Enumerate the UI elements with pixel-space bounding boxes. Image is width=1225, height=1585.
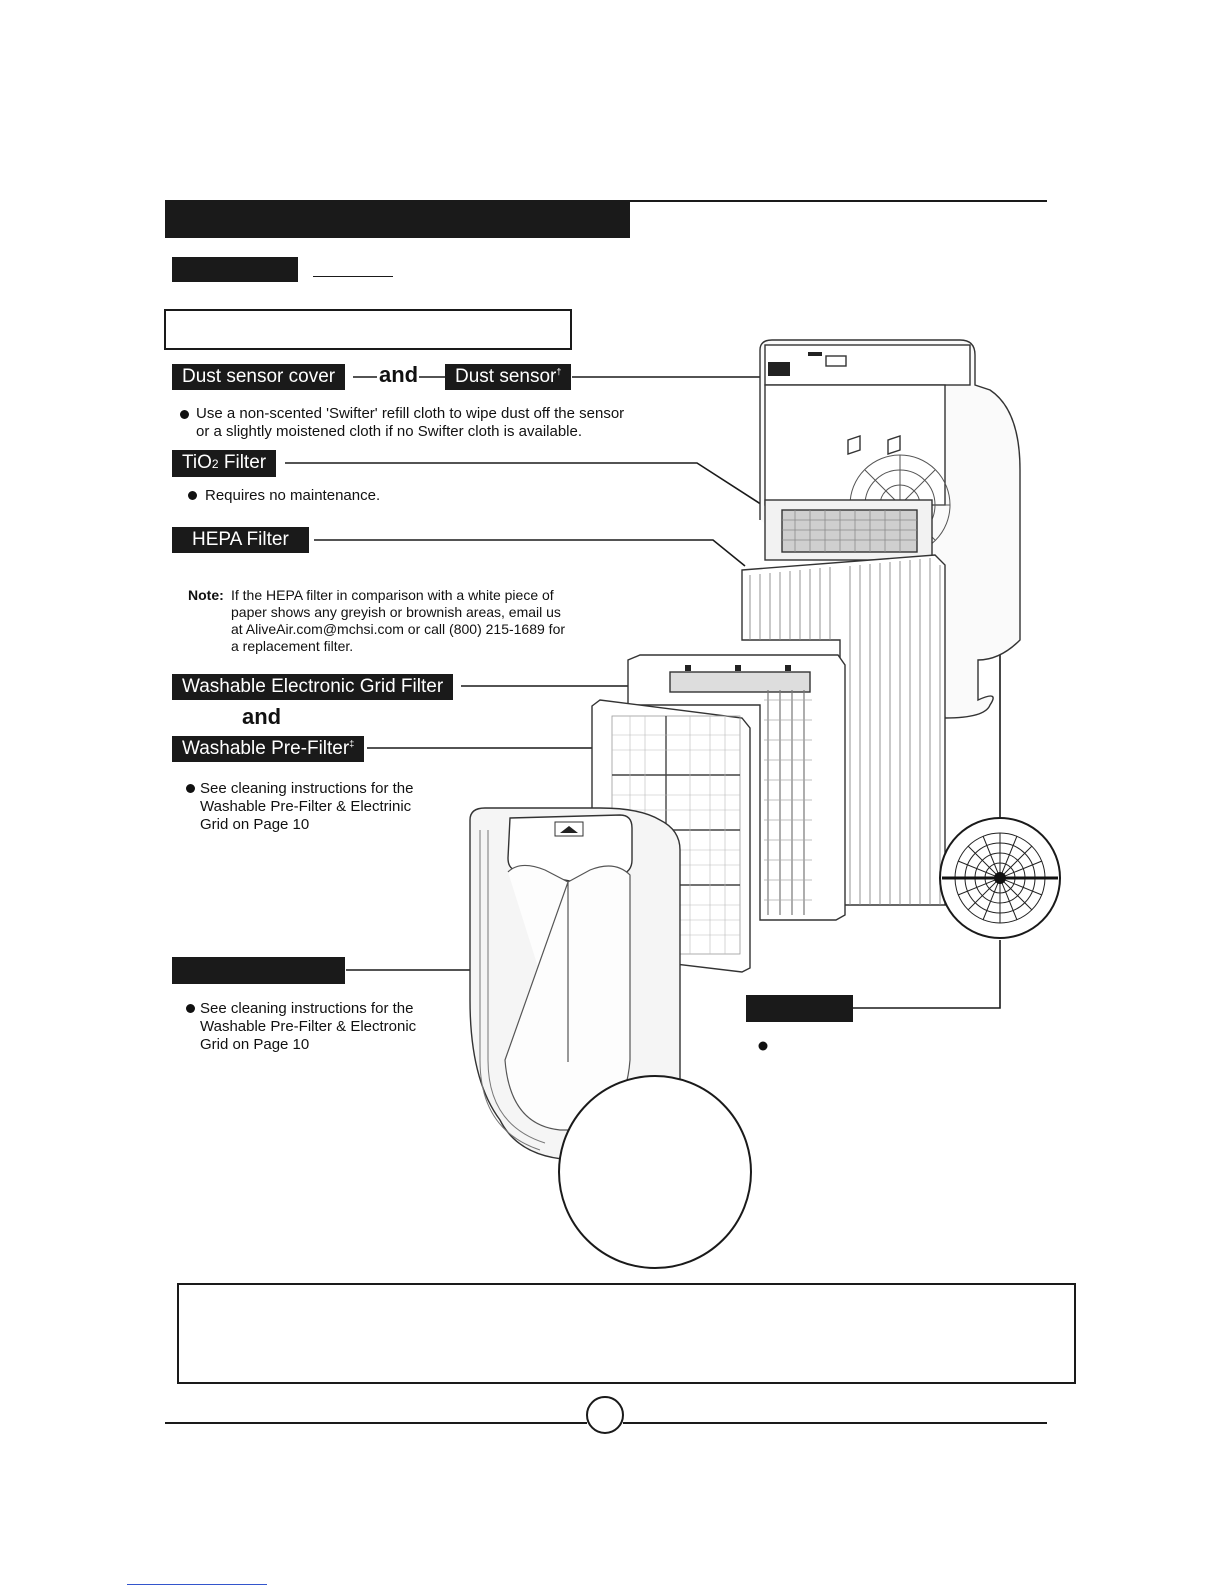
detail-circle-front (558, 1075, 752, 1269)
cover-instruction-3: Grid on Page 10 (200, 1036, 310, 1053)
page-number-circle (586, 1396, 624, 1434)
prefilter-instruction-2: Washable Pre-Filter & Electrinic (200, 798, 412, 815)
label-dust-sensor: Dust sensor† (445, 364, 572, 390)
sensor-instruction-2: or a slightly moistened cloth if no Swif… (196, 423, 583, 440)
cover-instruction-1: See cleaning instructions for the (200, 1000, 414, 1017)
hepa-note-4: a replacement filter. (231, 638, 354, 654)
label-sensor-detail-bar (746, 995, 853, 1022)
label-front-cover-bar (172, 957, 345, 984)
label-hepa-filter: HEPA Filter (172, 527, 309, 553)
intro-box (164, 309, 572, 350)
footer-rule-left (165, 1422, 587, 1424)
label-dust-sensor-cover: Dust sensor cover (172, 364, 346, 390)
hepa-note-key: Note: (188, 587, 224, 603)
bullet-cover (186, 1004, 195, 1013)
label-tio2-filter: TiO2 Filter (172, 450, 277, 477)
subtitle-underline (313, 276, 393, 277)
hepa-note-3: at AliveAir.com@mchsi.com or call (800) … (231, 621, 566, 637)
detail-circle-sensor (939, 817, 1061, 939)
footer-rule-right (623, 1422, 1047, 1424)
cover-instruction-2: Washable Pre-Filter & Electronic (200, 1018, 417, 1035)
header-rule (630, 200, 1047, 202)
bullet-sensor (180, 410, 189, 419)
and-connector-2: and (242, 704, 282, 729)
label-pre-filter: Washable Pre-Filter‡ (172, 736, 365, 762)
electronic-grid-filter (627, 654, 846, 921)
and-connector-1: and (379, 362, 419, 387)
subtitle-bar (172, 257, 298, 282)
bullet-tio2 (188, 491, 197, 500)
bullet-prefilter (186, 784, 195, 793)
tio2-filter (764, 499, 933, 561)
prefilter-instruction-1: See cleaning instructions for the (200, 780, 414, 797)
hepa-note-1: If the HEPA filter in comparison with a … (231, 587, 554, 603)
tio2-instruction: Requires no maintenance. (205, 487, 381, 504)
section-title-bar (165, 200, 630, 238)
sensor-instruction-1: Use a non-scented 'Swifter' refill cloth… (196, 405, 625, 422)
prefilter-instruction-3: Grid on Page 10 (200, 816, 310, 833)
hepa-note-2: paper shows any greyish or brownish area… (231, 604, 561, 620)
label-electronic-grid-filter: Washable Electronic Grid Filter (172, 674, 454, 700)
footer-note-box (177, 1283, 1076, 1384)
bullet-dot-right (758, 1041, 768, 1051)
front-cover (469, 807, 681, 1161)
